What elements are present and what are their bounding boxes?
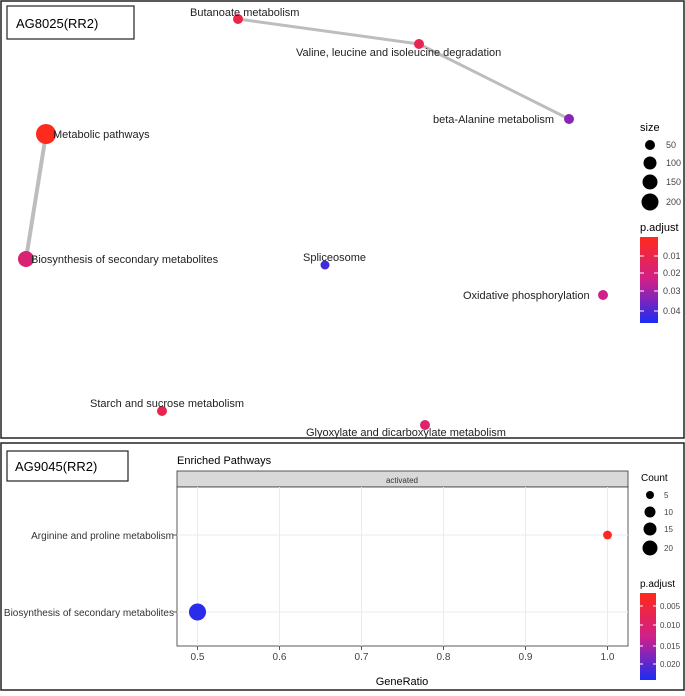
network-node [320,260,330,270]
network-node-label: Valine, leucine and isoleucine degradati… [296,47,501,59]
network-edges [24,17,570,260]
network-node [157,406,167,416]
plot-area [176,486,629,647]
size-legend-dot [641,193,659,211]
size-legend-label: 100 [666,158,681,168]
network-node-label: Oxidative phosphorylation [463,290,590,302]
network-node [420,420,430,430]
panel-label: AG9045(RR2) [15,459,97,474]
panel-label-box [6,5,135,40]
network-edge [24,133,48,260]
count-legend-label: 15 [664,525,673,534]
count-legend-label: 20 [664,544,673,553]
padjust-legend-label: 0.005 [660,602,681,611]
x-tick-label: 1.0 [601,652,615,663]
count-legend-dot [643,522,657,536]
count-legend-dot [644,506,656,518]
network-node [233,14,243,24]
count-legend: Count 5 10 15 20 [641,473,673,556]
padjust-legend-label: 0.03 [663,286,681,296]
count-legend-title: Count [641,473,668,484]
padjust-legend-title: p.adjust [640,222,679,234]
size-legend-title: size [640,122,660,134]
network-panel: AG8025(RR2) Butanoate metabolismValine, … [0,0,685,439]
x-tick-label: 0.9 [519,652,533,663]
chart-title: Enriched Pathways [177,455,272,467]
network-node [18,251,34,267]
y-tick-label: Biosynthesis of secondary metabolites [4,608,174,619]
x-axis: 0.5 0.6 0.7 0.8 0.9 1.0 [191,646,615,663]
network-node-label: Glyoxylate and dicarboxylate metabolism [306,427,506,439]
padjust-colorbar [640,237,658,323]
x-tick-label: 0.5 [191,652,205,663]
network-node-label: Starch and sucrose metabolism [90,398,244,410]
count-legend-label: 5 [664,491,669,500]
padjust-legend-label: 0.020 [660,660,681,669]
padjust-legend-label: 0.01 [663,251,681,261]
padjust-legend-title: p.adjust [640,579,675,590]
x-tick-label: 0.8 [437,652,451,663]
padjust-legend-bottom: p.adjust 0.005 0.010 0.015 0.020 [640,579,681,680]
padjust-legend-label: 0.04 [663,306,681,316]
padjust-legend-label: 0.02 [663,268,681,278]
network-node [36,124,56,144]
network-node [414,39,424,49]
network-node-label: Metabolic pathways [53,129,150,141]
network-node [598,290,608,300]
network-nodes [18,14,608,430]
network-edge [418,42,570,121]
facet-strip-label: activated [386,476,418,485]
y-axis: Arginine and proline metabolismBiosynthe… [4,531,177,619]
panel-label: AG8025(RR2) [16,16,98,31]
count-legend-label: 10 [664,508,673,517]
network-edge [237,17,420,46]
size-legend-dot [642,174,658,190]
size-legend-label: 150 [666,177,681,187]
panel-label-box [6,450,129,482]
network-node-label: beta-Alanine metabolism [433,114,554,126]
network-node [564,114,574,124]
x-axis-label: GeneRatio [376,676,429,688]
network-node-label: Spliceosome [303,252,366,264]
count-legend-dot [646,491,654,499]
count-legend-dot [642,540,658,556]
size-legend-dot [645,140,655,150]
padjust-colorbar [640,593,656,680]
data-points [188,530,612,621]
dotplot-panel: AG9045(RR2) Enriched Pathways activated … [0,442,685,691]
padjust-legend-label: 0.010 [660,621,681,630]
network-node-label: Butanoate metabolism [190,7,299,19]
y-tick-label: Arginine and proline metabolism [31,531,174,542]
x-tick-label: 0.7 [355,652,369,663]
padjust-legend-label: 0.015 [660,642,681,651]
data-point [188,603,207,621]
size-legend-label: 200 [666,197,681,207]
padjust-legend: p.adjust 0.01 0.02 0.03 0.04 [640,222,681,323]
size-legend: size 50 100 150 200 [640,122,681,211]
x-tick-label: 0.6 [273,652,287,663]
size-legend-dot [643,156,657,170]
network-node-label: Biosynthesis of secondary metabolites [31,254,219,266]
size-legend-label: 50 [666,140,676,150]
data-point [603,530,612,540]
